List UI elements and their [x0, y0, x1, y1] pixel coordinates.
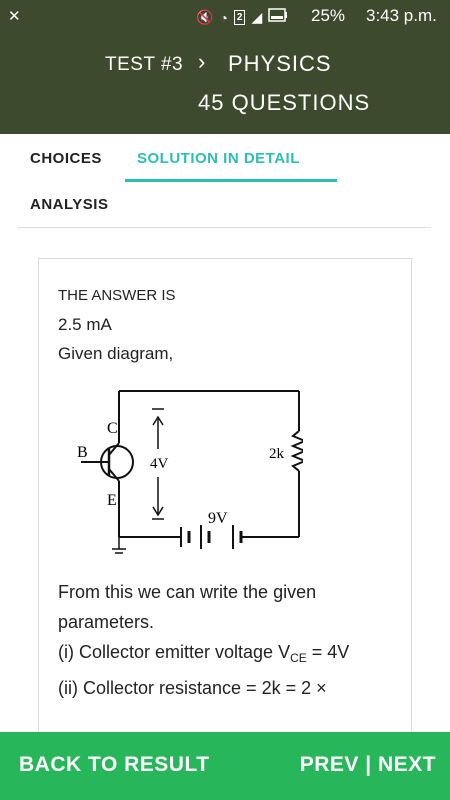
tab-choices[interactable]: CHOICES: [30, 150, 102, 167]
subject-title: PHYSICS: [228, 51, 332, 76]
battery-icon: [268, 8, 288, 27]
label-base: B: [77, 444, 88, 461]
tab-bar: CHOICES SOLUTION IN DETAIL ANALYSIS: [0, 134, 450, 228]
tab-solution-in-detail[interactable]: SOLUTION IN DETAIL: [137, 150, 300, 167]
circuit-diagram: C B E 4V 2k 9V: [77, 390, 303, 554]
solution-body: From this we can write the given paramet…: [58, 577, 388, 703]
test-label: TEST #3: [105, 54, 184, 75]
mute-icon: 🔇: [196, 9, 214, 25]
test-header: TEST #3 › PHYSICS 45 QUESTIONS: [0, 32, 450, 134]
status-icons: 🔇 ◔ 2 ◢: [196, 8, 288, 27]
label-collector: C: [107, 420, 118, 437]
solution-card: THE ANSWER IS 2.5 mA Given diagram,: [38, 258, 412, 738]
next-button[interactable]: NEXT: [377, 753, 436, 776]
solution-paragraph: From this we can write the given paramet…: [58, 582, 317, 632]
label-battery: 9V: [208, 510, 228, 527]
label-resistor: 2k: [269, 446, 285, 462]
signal-boost-icon: ✕: [8, 8, 21, 25]
bottom-action-bar: BACK TO RESULT PREV | NEXT: [0, 732, 450, 800]
clock: 3:43 p.m.: [366, 6, 437, 25]
tabs-divider: [18, 227, 431, 228]
answer-value: 2.5 mA: [58, 315, 112, 334]
question-count: 45 QUESTIONS: [198, 90, 371, 115]
solution-line-vce: (i) Collector emitter voltage VCE = 4V: [58, 642, 350, 665]
prev-button[interactable]: PREV: [299, 753, 359, 776]
battery-percent: 25%: [311, 6, 346, 25]
question-nav: PREV | NEXT: [300, 753, 436, 777]
network-icon: ◢: [251, 9, 263, 25]
sim-badge: 2: [233, 10, 246, 25]
chevron-right-icon: ›: [198, 49, 206, 74]
label-emitter: E: [107, 492, 117, 509]
wifi-icon: ◔: [219, 9, 228, 26]
tab-analysis[interactable]: ANALYSIS: [30, 196, 109, 213]
back-to-result-button[interactable]: BACK TO RESULT: [19, 753, 210, 776]
nav-separator: |: [365, 753, 372, 776]
answer-label: THE ANSWER IS: [58, 287, 176, 304]
status-bar: ✕ 🔇 ◔ 2 ◢ 25% 3:43 p.m.: [0, 0, 450, 32]
label-vce: 4V: [150, 456, 169, 472]
active-tab-indicator: [125, 179, 337, 182]
given-text: Given diagram,: [58, 344, 174, 363]
solution-line-resistance: (ii) Collector resistance = 2k = 2 ×: [58, 678, 327, 698]
